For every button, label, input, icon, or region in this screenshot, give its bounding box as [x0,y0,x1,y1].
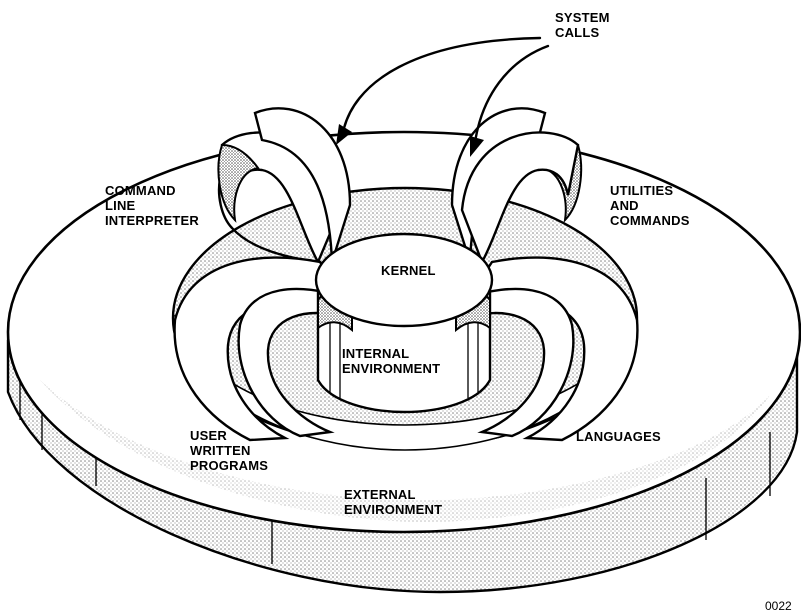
svg-text:CALLS: CALLS [555,25,599,40]
svg-text:COMMAND: COMMAND [105,183,176,198]
label-system-calls: SYSTEM CALLS [555,10,610,40]
svg-text:USER: USER [190,428,227,443]
svg-text:ENVIRONMENT: ENVIRONMENT [342,361,440,376]
arrowhead-icon [470,136,484,157]
svg-text:INTERNAL: INTERNAL [342,346,409,361]
label-kernel: KERNEL [381,263,436,278]
svg-text:AND: AND [610,198,639,213]
kernel-cylinder [314,232,494,414]
svg-text:COMMANDS: COMMANDS [610,213,690,228]
svg-text:EXTERNAL: EXTERNAL [344,487,416,502]
svg-text:UTILITIES: UTILITIES [610,183,673,198]
label-internal-environment: INTERNAL ENVIRONMENT [342,346,440,376]
label-languages: LANGUAGES [576,429,661,444]
svg-text:SYSTEM: SYSTEM [555,10,610,25]
arrowhead-icon [336,124,352,145]
svg-text:PROGRAMS: PROGRAMS [190,458,268,473]
figure-number: 0022 [765,599,792,613]
svg-text:WRITTEN: WRITTEN [190,443,251,458]
label-utilities-and-commands: UTILITIES AND COMMANDS [610,183,690,228]
svg-text:ENVIRONMENT: ENVIRONMENT [344,502,442,517]
label-user-written-programs: USER WRITTEN PROGRAMS [190,428,268,473]
label-command-line-interpreter: COMMAND LINE INTERPRETER [105,183,199,228]
svg-text:INTERPRETER: INTERPRETER [105,213,199,228]
svg-text:LINE: LINE [105,198,136,213]
label-external-environment: EXTERNAL ENVIRONMENT [344,487,442,517]
system-call-arrows [336,36,550,157]
